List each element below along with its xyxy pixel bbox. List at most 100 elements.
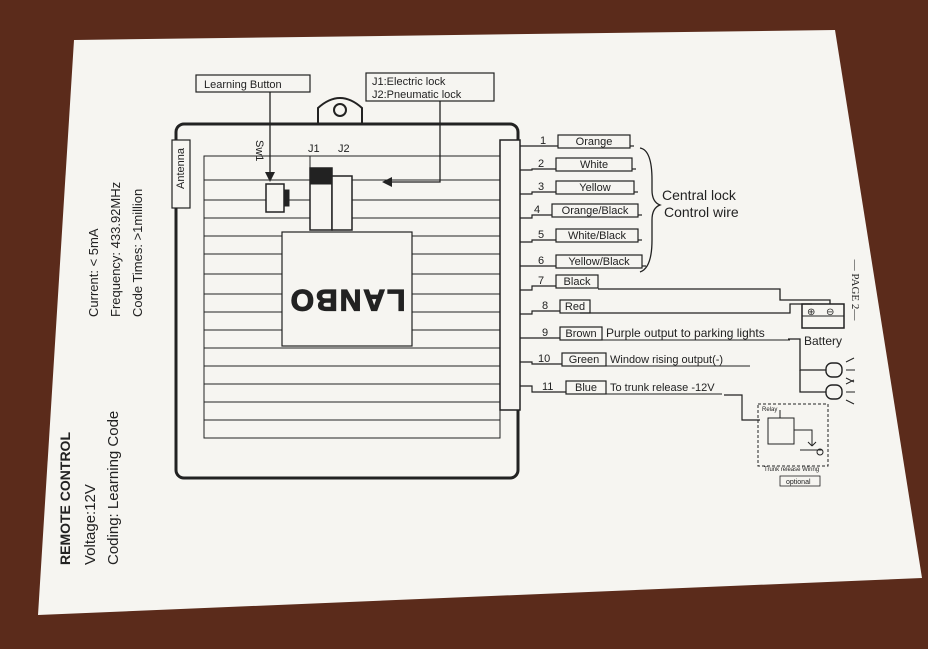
spec-voltage: Voltage:12V [82, 484, 99, 565]
wire-row: 2 White [520, 157, 636, 172]
central-lock-label-1: Central lock [662, 187, 737, 203]
wire-row: 1 Orange [520, 134, 634, 149]
red-to-battery [580, 303, 812, 314]
relay-terminal [816, 448, 824, 456]
wire-lead [520, 239, 556, 243]
wire-color-label: White/Black [568, 230, 627, 242]
wire-number: 6 [538, 255, 544, 267]
wire-color-label: Orange [576, 136, 613, 148]
wire-color-box [557, 134, 631, 149]
wire-color-box [555, 157, 633, 172]
learning-button-label: Learning Button [204, 79, 282, 91]
wire-description: Window rising output(-) [610, 354, 723, 366]
spec-code-times: Code Times: >1million [130, 189, 145, 317]
wire-row: 3 Yellow [520, 180, 638, 195]
wire-row: 4 Orange/Black [520, 203, 642, 219]
wire-lead [520, 168, 556, 171]
wire-color-label: Yellow/Black [568, 256, 630, 268]
relay-module: Relay Trunk release Wiring optional [724, 394, 829, 487]
central-lock-label-2: Control wire [664, 204, 739, 220]
jumper-j1-label: J1 [308, 143, 320, 155]
learning-switch [265, 183, 285, 213]
jumper-note-j1: J1:Electric lock [372, 76, 446, 88]
sw1-label: Sw1 [253, 140, 265, 161]
wire-number: 5 [538, 229, 544, 241]
jumper-arrow-head [382, 177, 392, 187]
jumper-j2 [331, 175, 353, 231]
mounting-tab [317, 97, 363, 126]
wire-color-label: Yellow [579, 182, 610, 194]
wire-number: 3 [538, 181, 544, 193]
spec-frequency: Frequency: 433.92MHz [108, 182, 123, 317]
central-lock-bracket [639, 147, 662, 273]
wire-color-box [559, 299, 591, 314]
wire-lead [520, 310, 560, 315]
wire-description: To trunk release -12V [610, 382, 715, 394]
jumper-j1-cap [309, 167, 333, 185]
switch-tab [283, 189, 290, 207]
wire-color-box [561, 352, 607, 367]
spec-coding: Coding: Learning Code [105, 411, 122, 565]
brand-logo: LANBO [289, 283, 406, 316]
battery-plus-terminal: ⊕ [807, 307, 815, 318]
wire-color-label: Black [564, 276, 591, 288]
relay-coil [767, 417, 795, 445]
wire-number: 4 [534, 204, 540, 216]
jumper-arrow [386, 101, 441, 183]
wire-color-box [565, 380, 607, 395]
optional-label: optional [786, 479, 811, 486]
battery-minus-terminal: ⊖ [826, 307, 834, 318]
wire-lead [520, 385, 566, 393]
wire-color-box [555, 180, 635, 195]
relay-contacts [779, 410, 822, 451]
wire-color-label: White [580, 159, 608, 171]
wire-number: 7 [538, 275, 544, 287]
wire-connector [499, 139, 521, 411]
relay-label: Relay [762, 407, 777, 413]
wire-lead [520, 191, 556, 195]
wire-number: 2 [538, 158, 544, 170]
wire-number: 1 [540, 135, 546, 147]
control-box [171, 97, 521, 480]
bulb-2 [825, 384, 843, 400]
wire-number: 10 [538, 353, 550, 365]
wire-row: 5 White/Black [520, 228, 642, 243]
wire-color-box [555, 228, 639, 243]
relay-dashed-box [757, 403, 829, 467]
wire-row: 7 Black [520, 274, 599, 291]
jumper-note-j2: J2:Pneumatic lock [372, 89, 462, 101]
antenna [171, 139, 191, 209]
trunk-release-wiring-label: Trunk release Wiring [764, 467, 819, 473]
spec-current: Current: < 5mA [86, 228, 101, 317]
wire-lead [520, 214, 552, 219]
page-number: — PAGE 2— [849, 259, 861, 322]
wire-color-box [551, 203, 639, 218]
jumper-j2-label: J2 [338, 143, 350, 155]
antenna-label: Antenna [175, 147, 187, 189]
chip [281, 231, 413, 347]
wire-lead [520, 285, 556, 291]
relay-input-wire [724, 394, 760, 421]
light-rays [845, 357, 855, 405]
wire-row: 10 Green Window rising output(-) [520, 352, 750, 367]
wire-color-label: Orange/Black [562, 205, 629, 217]
learning-button-box [195, 74, 311, 93]
arrow-head [265, 172, 275, 182]
wire-description: Purple output to parking lights [606, 326, 765, 340]
wire-color-label: Green [569, 354, 600, 366]
wire-list: 1 Orange 2 White 3 Yellow 4 Orange/Black 5 White/… [520, 134, 790, 395]
spec-title: REMOTE CONTROL [57, 432, 73, 565]
parking-lights [788, 338, 855, 405]
wire-row: 6 Yellow/Black [520, 254, 646, 269]
light-wire-2 [799, 370, 826, 393]
wire-lead [520, 361, 562, 365]
optional-box [779, 475, 821, 487]
wire-color-label: Blue [575, 382, 597, 394]
bulb-1 [825, 362, 843, 378]
wire-color-box [555, 274, 599, 289]
wire-number: 9 [542, 327, 548, 339]
